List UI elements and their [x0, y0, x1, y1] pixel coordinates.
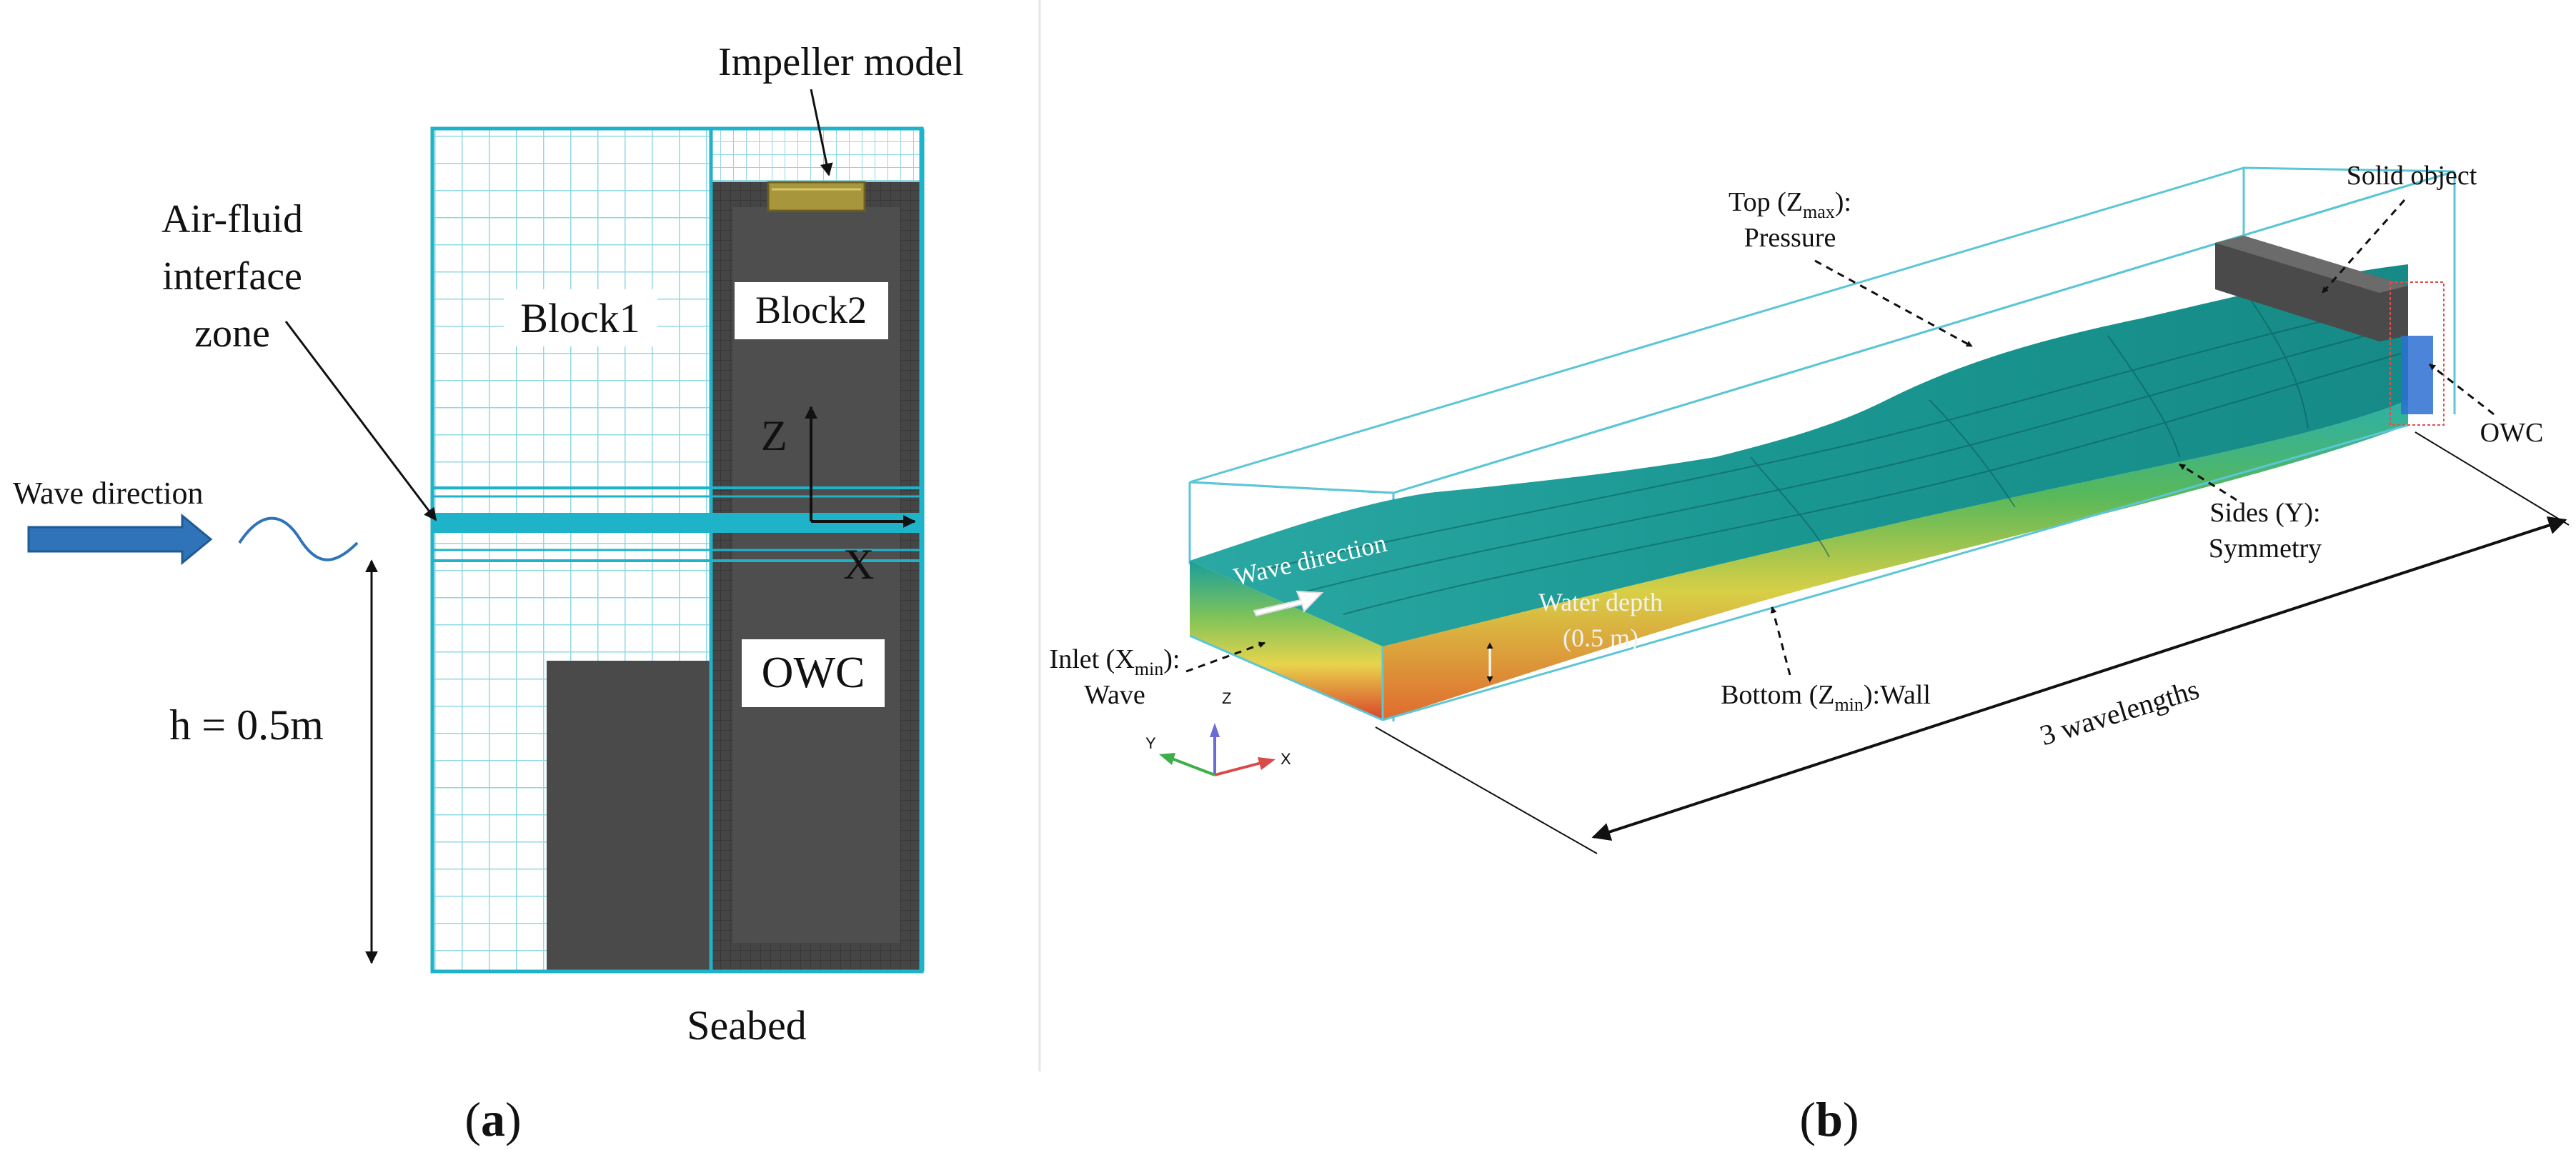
owc-label-b: OWC [2480, 418, 2544, 448]
bottom-arrow [1770, 606, 1791, 676]
solid-object-3d [2215, 236, 2408, 341]
sides-label-line1: Sides (Y): [2209, 498, 2320, 528]
triad-y-head [1159, 753, 1175, 765]
top-boundary-arrow [1814, 259, 1973, 348]
top-boundary-label-line1: Top (Zmax): [1729, 187, 1851, 222]
caption-a: (a) [464, 1092, 521, 1146]
domain-box-top-front [1189, 481, 1394, 494]
domain-box-inlet-bottom [1189, 634, 1383, 721]
impeller-mesh-zone [710, 127, 923, 184]
interface-label-line1: Air-fluid [161, 197, 303, 241]
triad-z-label: Z [1222, 689, 1231, 707]
wavelength-extension-left [1375, 726, 1598, 854]
seabed-label: Seabed [687, 1002, 807, 1049]
triad-x-head [1258, 757, 1275, 770]
panel-a: Impeller model Air-fluid interface zone … [13, 40, 964, 1146]
solid-object-arrow [2321, 199, 2406, 294]
sides-label-line2: Symmetry [2209, 534, 2322, 564]
coordinate-triad: X Y Z [1145, 689, 1291, 776]
interface-label-line2: interface [162, 254, 302, 299]
impeller-arrow [810, 89, 833, 176]
inlet-arrow [1185, 641, 1265, 673]
water-inlet-face [1190, 561, 1383, 720]
solid-object-label: Solid object [2347, 161, 2477, 191]
impeller-model [767, 181, 866, 212]
wave-direction-label-a: Wave direction [13, 476, 203, 511]
inlet-label-line2: Wave [1084, 680, 1145, 710]
caption-b: (b) [1799, 1092, 1859, 1146]
axis-z-label: Z [761, 412, 787, 459]
triad-x-label: X [1280, 750, 1291, 768]
block2-label: Block2 [755, 289, 867, 331]
block1-label-bg [504, 289, 657, 346]
interface-arrow [284, 321, 437, 521]
wave-direction-arrow-a [27, 513, 213, 566]
inlet-label-line1: Inlet (Xmin): [1050, 644, 1180, 679]
owc-chamber-3d [2401, 336, 2433, 414]
impeller-label: Impeller model [718, 40, 964, 84]
triad-y-label: Y [1145, 734, 1156, 752]
triad-x-line [1214, 761, 1262, 776]
owc-label-a: OWC [762, 649, 865, 697]
depth-label: h = 0.5m [169, 701, 324, 749]
wave-direction-arrow-b [1253, 590, 1324, 617]
solid-object-top [2215, 236, 2408, 293]
block2-label-bg [735, 282, 888, 339]
block1-label: Block1 [520, 295, 640, 341]
owc-front-wall [547, 661, 711, 971]
triad-y-line [1171, 757, 1215, 776]
water-top-surface [1190, 264, 2408, 646]
top-boundary-label-line2: Pressure [1744, 223, 1836, 253]
surface-contours [1257, 299, 2402, 615]
wavelength-dimension [1591, 516, 2567, 841]
wavelength-extension-right [2415, 431, 2570, 526]
sides-arrow [2179, 463, 2237, 501]
owc-red-box [2389, 281, 2445, 426]
owc-label-bg-a [742, 639, 885, 707]
triad-z-head [1210, 723, 1220, 737]
panel-b: Top (Zmax): Pressure Solid object OWC Wa… [1050, 161, 2570, 1146]
water-depth-label-line2: (0.5 m) [1563, 624, 1638, 652]
owc-arrow [2429, 363, 2495, 416]
interface-label-line3: zone [194, 311, 270, 356]
domain-box-top-long [1393, 170, 2455, 494]
axis-x-label: X [843, 541, 874, 588]
water-depth-label-line1: Water depth [1538, 588, 1663, 616]
wave-icon [238, 516, 359, 561]
bottom-label: Bottom (Zmin):Wall [1721, 680, 1931, 715]
